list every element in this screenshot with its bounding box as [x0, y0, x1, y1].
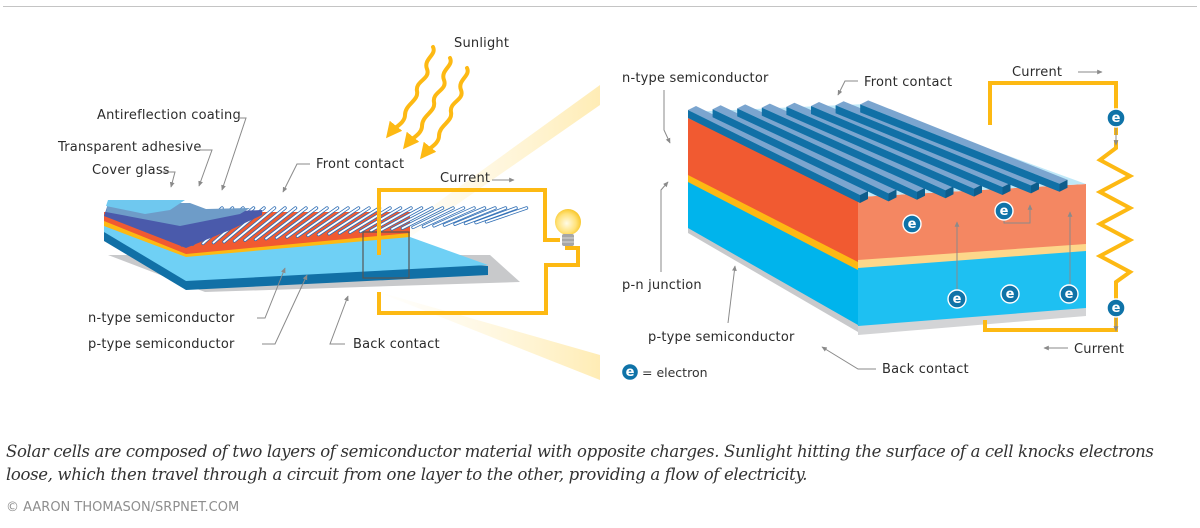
front-contact-line [411, 206, 455, 230]
label-cover-glass: Cover glass [92, 163, 170, 178]
label-back-contact-left: Back contact [353, 337, 440, 352]
pn-junction-front [858, 244, 1086, 269]
cover-glass-layer [106, 200, 185, 214]
label-p-type-right: p-type semiconductor [648, 330, 795, 345]
front-contact-line [379, 206, 424, 232]
n-type-side [688, 118, 858, 262]
label-antireflection-coating: Antireflection coating [97, 108, 241, 123]
p-type-side [688, 178, 858, 325]
p-type-front [858, 251, 1086, 326]
upper-beam [365, 85, 600, 258]
magnify-box [362, 231, 410, 279]
electron-icon: e [1106, 108, 1126, 128]
front-contact-bars [688, 100, 1068, 203]
electron-icon: e [994, 201, 1014, 221]
front-contact-bar [688, 106, 868, 203]
front-contact-bar [860, 100, 1068, 192]
left-circuit [377, 188, 581, 315]
front-contact-line [243, 206, 287, 242]
front-contact-line [474, 206, 518, 225]
label-n-type-right: n-type semiconductor [622, 71, 769, 86]
electron-icon: e [1000, 284, 1020, 304]
front-contact-line [400, 206, 445, 230]
front-contact-line [285, 206, 329, 239]
front-contact-line [295, 206, 340, 238]
n-type-front [858, 184, 1086, 262]
label-front-contact-right: Front contact [864, 75, 952, 90]
label-transparent-adhesive: Transparent adhesive [57, 140, 202, 155]
front-contact-line [327, 206, 371, 236]
label-sunlight: Sunlight [454, 36, 509, 51]
front-contact-line [348, 206, 392, 234]
solar-cell-diagram: Sunlight Antireflection coating Transpar… [57, 36, 1135, 382]
front-contact-line [306, 206, 350, 238]
label-pn-junction: p-n junction [622, 278, 702, 293]
legend-text: = electron [642, 365, 708, 380]
front-contact-line [337, 206, 382, 235]
circuit-wire-top [377, 188, 560, 255]
electrons: e e e e e e e [902, 108, 1126, 318]
label-current-top: Current [1012, 65, 1062, 80]
front-contact-line [453, 206, 497, 226]
front-contact-line [253, 206, 298, 242]
svg-text:e: e [1112, 301, 1121, 316]
sunlight-icon [385, 45, 470, 160]
label-back-contact-right: Back contact [882, 362, 969, 377]
circuit-wire-bottom [377, 246, 580, 315]
svg-text:e: e [1065, 287, 1074, 302]
photo-credit: © AARON THOMASON/SRPNET.COM [6, 500, 240, 515]
front-contact-line [232, 206, 277, 243]
front-contact-line [390, 206, 434, 231]
front-contact-line [463, 206, 508, 226]
svg-text:e: e [1112, 111, 1121, 126]
front-contact-line [432, 206, 476, 228]
svg-text:e: e [908, 217, 917, 232]
front-contact-line [442, 206, 487, 227]
left-solar-panel [104, 200, 529, 292]
front-contact-line [274, 206, 319, 240]
front-contact-line [421, 206, 466, 229]
label-current-left: Current [440, 171, 490, 186]
electron-icon: e [1106, 298, 1126, 318]
svg-text:e: e [1000, 204, 1009, 219]
front-contact-line [264, 206, 308, 241]
front-contact-bar [737, 104, 925, 200]
legend-electron-icon: e [620, 362, 640, 382]
circuit-wire-top-right [988, 81, 1118, 135]
right-solar-cell [688, 100, 1086, 335]
svg-text:e: e [1006, 287, 1015, 302]
left-leader-lines [162, 117, 515, 345]
electron-icon: e [902, 214, 922, 234]
magnification-beams [365, 85, 600, 380]
electron-icon: e [947, 289, 967, 309]
electron-icon: e [1059, 284, 1079, 304]
lower-beam [372, 290, 600, 380]
top-rule [3, 6, 1197, 7]
label-p-type-left: p-type semiconductor [88, 337, 235, 352]
front-contact-line [316, 206, 361, 237]
front-contact-line [484, 206, 529, 224]
right-leader-lines [660, 69, 1103, 370]
label-current-bottom: Current [1074, 342, 1124, 357]
label-n-type-left: n-type semiconductor [88, 311, 235, 326]
svg-text:e: e [626, 365, 635, 380]
electron-legend: e = electron [620, 362, 708, 382]
front-contact-bar [712, 105, 897, 202]
svg-text:e: e [953, 292, 962, 307]
caption: Solar cells are composed of two layers o… [6, 442, 1154, 484]
lightbulb-icon [555, 209, 581, 246]
front-contact-bar [761, 103, 954, 199]
label-front-contact-left: Front contact [316, 157, 404, 172]
